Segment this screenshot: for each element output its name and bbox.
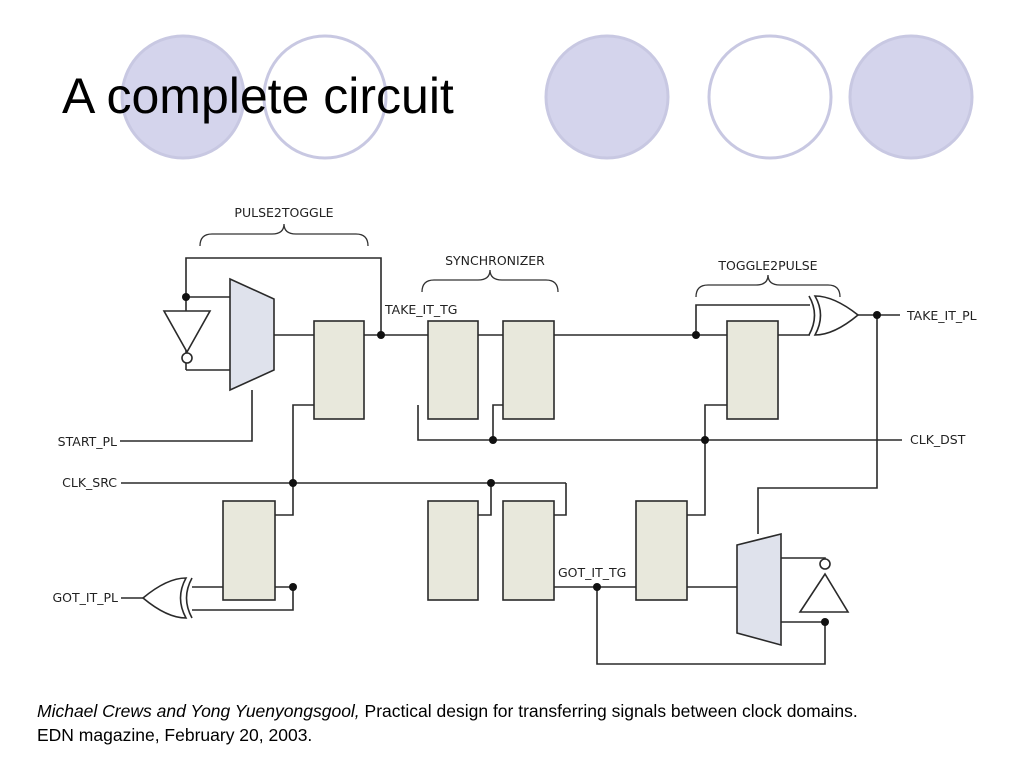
citation-authors: Michael Crews and Yong Yuenyongsgool, [37,701,360,721]
brace-toggle2pulse [695,274,841,298]
label-take-it-tg: TAKE_IT_TG [384,302,457,317]
wire [292,404,314,483]
label-take-it-pl: TAKE_IT_PL [906,308,977,323]
wire [781,557,826,569]
wire [554,483,567,516]
junction [289,479,297,487]
wire [757,315,878,534]
flip-flop [726,320,779,420]
junction [487,479,495,487]
flip-flop [427,320,479,420]
decorative-circle-5 [848,34,974,160]
inverter-bottom [798,572,850,613]
label-clk-src: CLK_SRC [62,475,117,490]
xor-got-it [141,577,188,619]
slide-title: A complete circuit [62,68,454,124]
inverter-top-bubble [181,352,193,364]
citation-source: EDN magazine, February 20, 2003. [37,725,313,745]
wire [695,304,810,335]
junction [701,436,709,444]
junction [377,331,385,339]
flip-flop [313,320,365,420]
inverters [162,310,850,613]
junction [873,311,881,319]
wire [704,404,727,440]
xor-take-it [813,295,860,336]
wire [478,483,492,516]
decorative-circle-2 [262,34,388,160]
label-synchronizer: SYNCHRONIZER [445,253,545,268]
xor-take-it-back [808,295,816,336]
flip-flop [222,500,276,601]
flip-flop [635,500,688,601]
flip-flop [427,500,479,601]
section-braces [199,223,841,298]
wire [275,483,294,516]
junction [289,583,297,591]
xor-gates [141,295,860,619]
mux-pulse2toggle [229,277,275,392]
label-pulse2toggle: PULSE2TOGGLE [234,205,333,220]
junction [489,436,497,444]
wire [192,587,294,611]
diagram-labels: PULSE2TOGGLE SYNCHRONIZER TOGGLE2PULSE S… [53,205,977,605]
junction-dots [182,293,881,626]
citation-title: Practical design for transferring signal… [359,701,858,721]
wire [492,404,503,440]
junction [692,331,700,339]
multiplexers [229,277,782,647]
flip-flop [502,500,555,601]
xor-got-it-back [185,577,193,619]
citation: Michael Crews and Yong Yuenyongsgool, Pr… [37,699,1017,747]
label-got-it-pl: GOT_IT_PL [53,590,119,605]
junction [182,293,190,301]
junction [821,618,829,626]
junction [593,583,601,591]
label-clk-dst: CLK_DST [910,432,966,447]
wire [417,405,493,441]
decorative-circle-4 [707,34,833,160]
label-toggle2pulse: TOGGLE2PULSE [717,258,817,273]
flip-flop [502,320,555,420]
brace-pulse2toggle [199,223,369,247]
decorative-circle-1 [120,34,246,160]
decorative-circle-3 [544,34,670,160]
inverter-top [162,310,212,354]
decorative-circles [120,34,974,160]
wire [120,390,253,442]
flip-flops [222,320,779,601]
mux-got-it [736,532,782,647]
label-start-pl: START_PL [58,434,117,449]
wire [596,587,826,665]
label-got-it-tg: GOT_IT_TG [558,565,626,580]
wire [687,440,706,516]
brace-synchronizer [421,269,559,293]
inverter-bottom-bubble [819,558,831,570]
